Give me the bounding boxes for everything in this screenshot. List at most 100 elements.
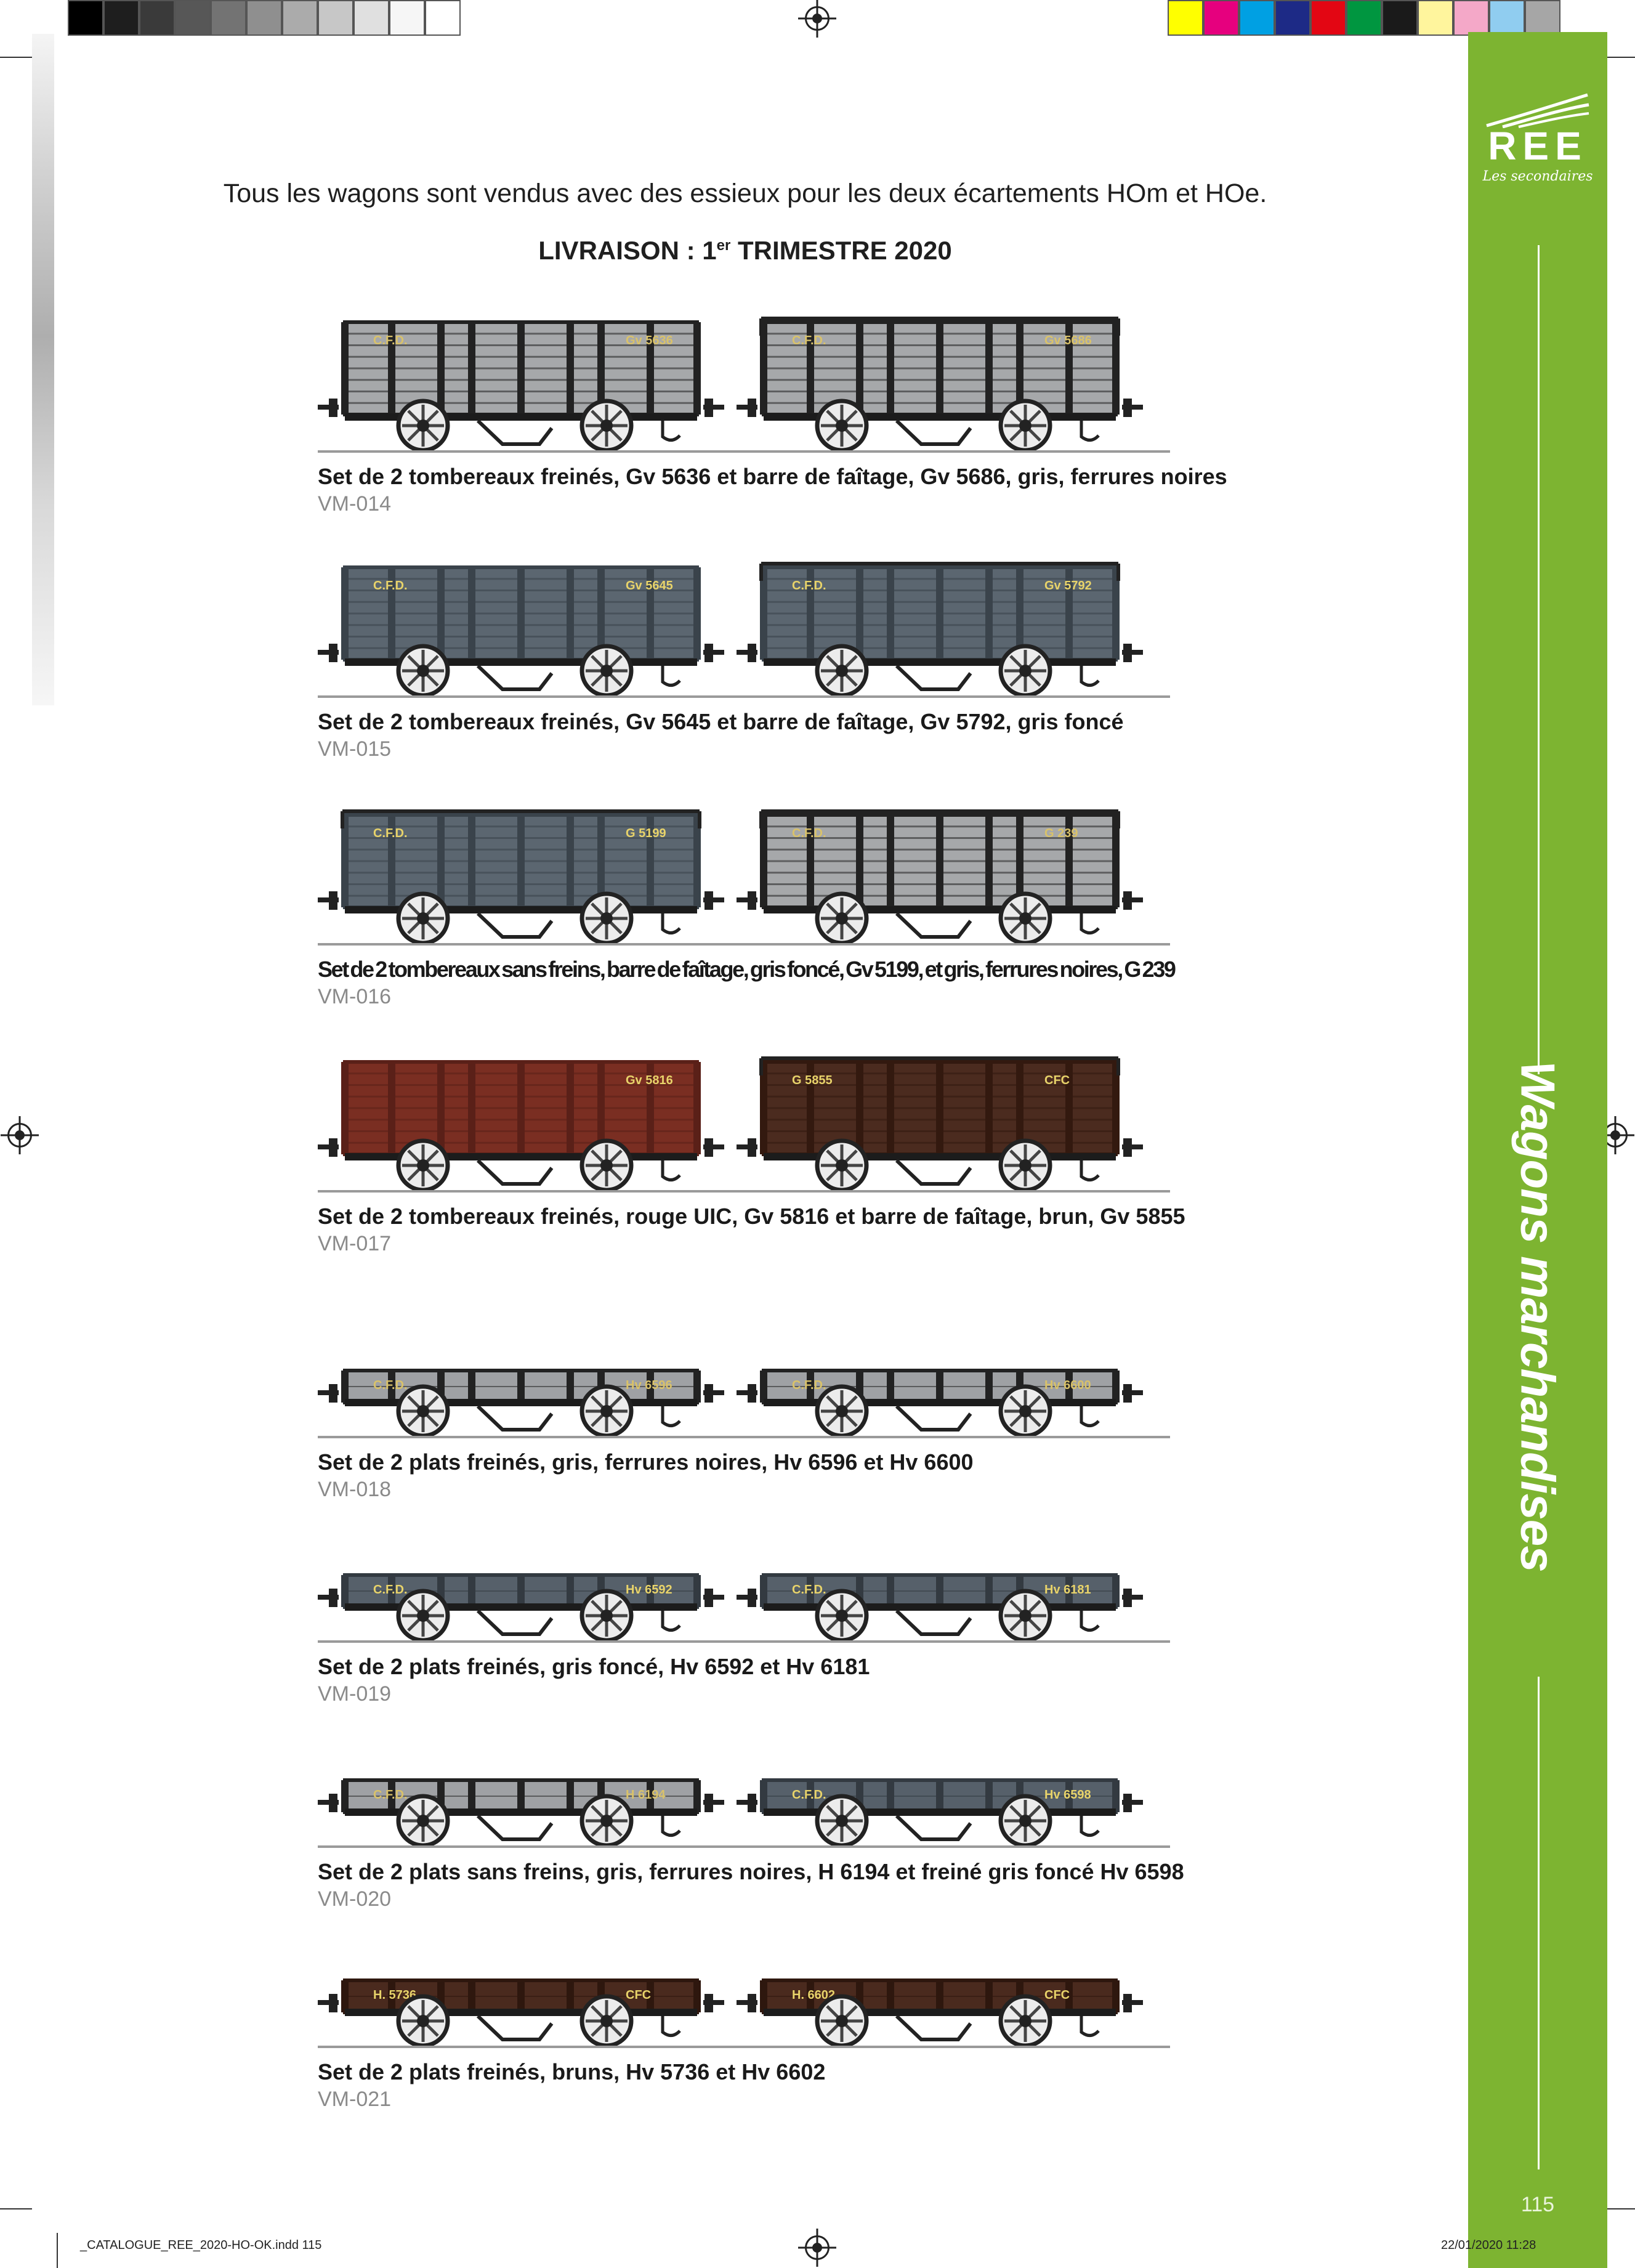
wagon-lettering: H. 5736 [373,1988,416,2002]
flat-wagon: C.F.D.Hv 6592 [318,1573,724,1643]
stanchion [985,322,993,415]
stanchion [693,1980,701,2012]
brake-rigging [895,1404,972,1432]
roof-bar [759,1056,1120,1075]
wheel [396,1138,450,1193]
process-color-bar [1168,0,1560,36]
wheel [998,644,1052,698]
stanchion [760,1371,767,1403]
stanchion [887,815,894,907]
flat-wagon: C.F.D.Hv 6598 [737,1778,1143,1848]
wagon-lettering: Gv 5645 [626,579,673,593]
product-reference: VM-015 [318,737,392,761]
stanchion [1112,1575,1120,1607]
crop-mark [1604,2208,1635,2209]
brake-rigging [895,912,972,939]
gray-color-bar [68,0,461,36]
wheel [396,1589,450,1643]
wheel [579,1589,634,1643]
stanchion [807,815,814,907]
buffer [737,1800,757,1805]
stanchion [597,322,605,415]
stanchion [341,1780,349,1812]
stanchion [760,1980,767,2012]
color-swatch [139,0,175,36]
registration-mark-icon [7,1123,32,1148]
stanchion [341,1371,349,1403]
wheel [579,1138,634,1193]
stanchion [567,322,574,415]
wheel [815,1994,869,2048]
product-title: Set de 2 plats freinés, gris, ferrures n… [318,1449,974,1475]
stanchion [388,567,395,660]
section-sidebar: REE Les secondaires Wagons marchandises … [1468,32,1607,2268]
stanchion [936,1371,943,1403]
print-date: 22/01/2020 11:28 [1441,2238,1536,2252]
stanchion [1112,322,1120,415]
background-photo-edge [32,34,54,705]
stanchion [693,1780,701,1812]
stanchion [693,322,701,415]
delivery-prefix: LIVRAISON : 1 [538,236,717,265]
stanchion [1016,322,1023,415]
wheel [998,1994,1052,2048]
wagon-lettering: C.F.D. [373,579,408,593]
product-title: Set de 2 tombereaux freinés, Gv 5636 et … [318,464,1227,489]
stanchion [341,567,349,660]
stanchion [1016,815,1023,907]
wheel [579,644,634,698]
stanchion [517,1780,525,1812]
stanchion [567,1371,574,1403]
stanchion [887,567,894,660]
gondola-wagon: C.F.D.Gv 5792 [737,562,1143,698]
color-swatch [1168,0,1203,36]
stanchion [517,1980,525,2012]
wheel [396,644,450,698]
buffer [318,897,339,902]
wagon-lettering: Gv 5686 [1044,334,1092,347]
product-reference: VM-019 [318,1682,392,1706]
wheel [579,399,634,453]
wheel [396,1794,450,1848]
stanchion [887,1371,894,1403]
stanchion [1016,567,1023,660]
product-reference: VM-017 [318,1232,392,1255]
delivery-ordinal: er [716,237,731,254]
sidebar-rule-top [1538,245,1540,1074]
stanchion [567,1575,574,1607]
stanchion [468,567,475,660]
stanchion [567,1780,574,1812]
stanchion [468,1780,475,1812]
buffer [1122,1800,1143,1805]
buffer [318,1144,339,1149]
stanchion [1112,815,1120,907]
wheel [396,1994,450,2048]
brake-rigging [895,664,972,691]
intro-text: Tous les wagons sont vendus avec des ess… [223,179,1267,208]
stanchion [1065,567,1073,660]
stanchion [856,567,863,660]
wagon-lettering: Gv 5792 [1044,579,1092,593]
buffer [737,1595,757,1600]
stanchion [936,815,943,907]
wheel [998,1794,1052,1848]
buffer [703,897,724,902]
brake-rigging [476,912,554,939]
buffer [703,650,724,655]
color-swatch [1453,0,1489,36]
product-rule [318,943,1170,946]
stanchion [567,567,574,660]
stanchion [887,1575,894,1607]
flat-wagon: C.F.D.Hv 6181 [737,1573,1143,1643]
buffer [703,1800,724,1805]
stanchion [388,1980,395,2012]
stanchion [760,1575,767,1607]
wagon-lettering: Hv 6600 [1044,1379,1091,1392]
stanchion [1065,815,1073,907]
color-swatch [318,0,353,36]
